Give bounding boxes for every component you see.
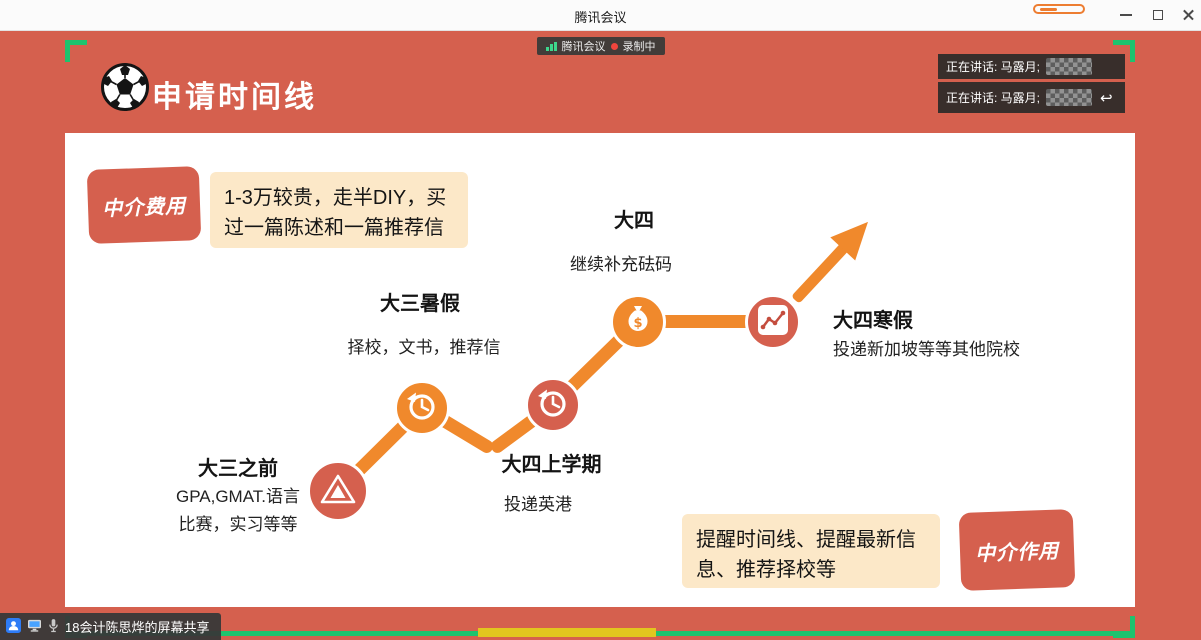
presenter-icon — [6, 617, 21, 636]
fee-label-box: 中介费用 — [86, 166, 202, 244]
timeline-node-3 — [525, 377, 581, 433]
monitor-icon — [27, 619, 42, 635]
role-label-box: 中介作用 — [958, 509, 1076, 591]
fee-label: 中介费用 — [101, 195, 187, 220]
timeline-node-4: $ — [610, 294, 666, 350]
timeline-desc-3: 投递英港 — [504, 495, 572, 514]
money-bag-icon: $ — [621, 303, 655, 342]
timeline-connector — [638, 315, 773, 328]
soccer-ball-icon — [100, 62, 150, 112]
window-title: 腾讯会议 — [574, 10, 627, 25]
timeline-node-2 — [394, 380, 450, 436]
window-titlebar: 腾讯会议 — [0, 0, 1201, 31]
timeline-desc-4: 继续补充砝码 — [570, 255, 672, 274]
share-banner-text: 18会计陈思烨的屏幕共享 — [65, 620, 210, 635]
screen-share-banner: 18会计陈思烨的屏幕共享 — [0, 613, 222, 640]
slide-title: 申请时间线 — [152, 81, 317, 114]
reply-arrow-icon[interactable]: ↩ — [1100, 89, 1113, 107]
recording-pill-icon[interactable] — [1033, 4, 1085, 14]
signal-bars-icon — [546, 41, 557, 51]
timeline-desc-1: GPA,GMAT.语言 比赛，实习等等 — [175, 487, 301, 535]
timeline-desc-2: 择校，文书，推荐信 — [347, 338, 501, 357]
speaker-text: 正在讲话: 马露月; — [946, 60, 1041, 74]
history-clock-icon — [405, 389, 439, 428]
recording-status-label: 录制中 — [622, 41, 656, 53]
svg-text:$: $ — [633, 316, 642, 331]
timeline-title-3: 大四上学期 — [501, 454, 602, 476]
timeline-title-1: 大三之前 — [198, 458, 278, 480]
timeline-desc-5: 投递新加坡等等其他院校 — [833, 340, 1020, 359]
share-corner-marker — [1113, 40, 1135, 62]
timeline-title-2: 大三暑假 — [380, 293, 460, 315]
minimize-icon — [1120, 14, 1132, 16]
mountain-badge-icon — [320, 473, 356, 510]
timeline-title-5: 大四寒假 — [833, 310, 913, 332]
share-corner-marker — [1113, 616, 1135, 638]
fee-desc-box: 1-3万较贵，走半DIY，买过一篇陈述和一篇推荐信 — [210, 172, 468, 248]
timeline-node-5 — [745, 294, 801, 350]
speaker-text: 正在讲话: 马露月; — [946, 91, 1041, 105]
history-clock-icon — [536, 386, 570, 425]
minimize-button[interactable] — [1111, 0, 1141, 30]
blurred-name — [1046, 58, 1093, 75]
speaker-badge-2: 正在讲话: 马露月; ↩ — [938, 82, 1125, 113]
microphone-icon — [48, 618, 59, 636]
line-chart-icon — [755, 302, 791, 343]
blurred-name — [1046, 89, 1093, 106]
speaker-badge-1: 正在讲话: 马露月; — [938, 54, 1125, 79]
close-button[interactable] — [1173, 0, 1201, 30]
recording-app-label: 腾讯会议 — [561, 41, 606, 53]
timeline-node-1 — [307, 460, 369, 522]
share-corner-marker — [65, 40, 87, 62]
maximize-button[interactable] — [1143, 0, 1173, 30]
role-label: 中介作用 — [974, 540, 1060, 565]
close-icon — [1182, 9, 1195, 22]
recording-badge[interactable]: 腾讯会议 录制中 — [537, 37, 665, 55]
timeline-title-4: 大四 — [614, 210, 654, 232]
maximize-icon — [1153, 10, 1163, 20]
up-arrow-icon — [782, 210, 881, 313]
role-desc-box: 提醒时间线、提醒最新信息、推荐择校等 — [682, 514, 940, 588]
taskbar-fragment — [478, 628, 656, 637]
recording-dot-icon — [610, 42, 618, 50]
